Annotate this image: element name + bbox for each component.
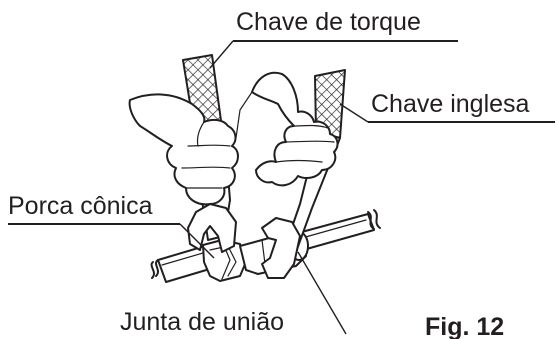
union-joint-leader: [297, 251, 347, 335]
left-hand-icon: [128, 93, 239, 206]
right-pipe: [297, 209, 381, 251]
union-joint-label: Junta de união: [120, 308, 284, 336]
spanner-label: Chave inglesa: [371, 90, 530, 118]
torque-wrench-leader: [209, 40, 234, 69]
label-leaders: [8, 40, 555, 335]
flare-nut-leader: [179, 223, 215, 259]
torque-wrench-label: Chave de torque: [236, 8, 421, 36]
right-hand-icon: [235, 71, 339, 187]
flare-nut-label: Porca cônica: [8, 192, 153, 220]
figure-number: Fig. 12: [425, 313, 504, 339]
spanner-leader: [339, 103, 369, 123]
